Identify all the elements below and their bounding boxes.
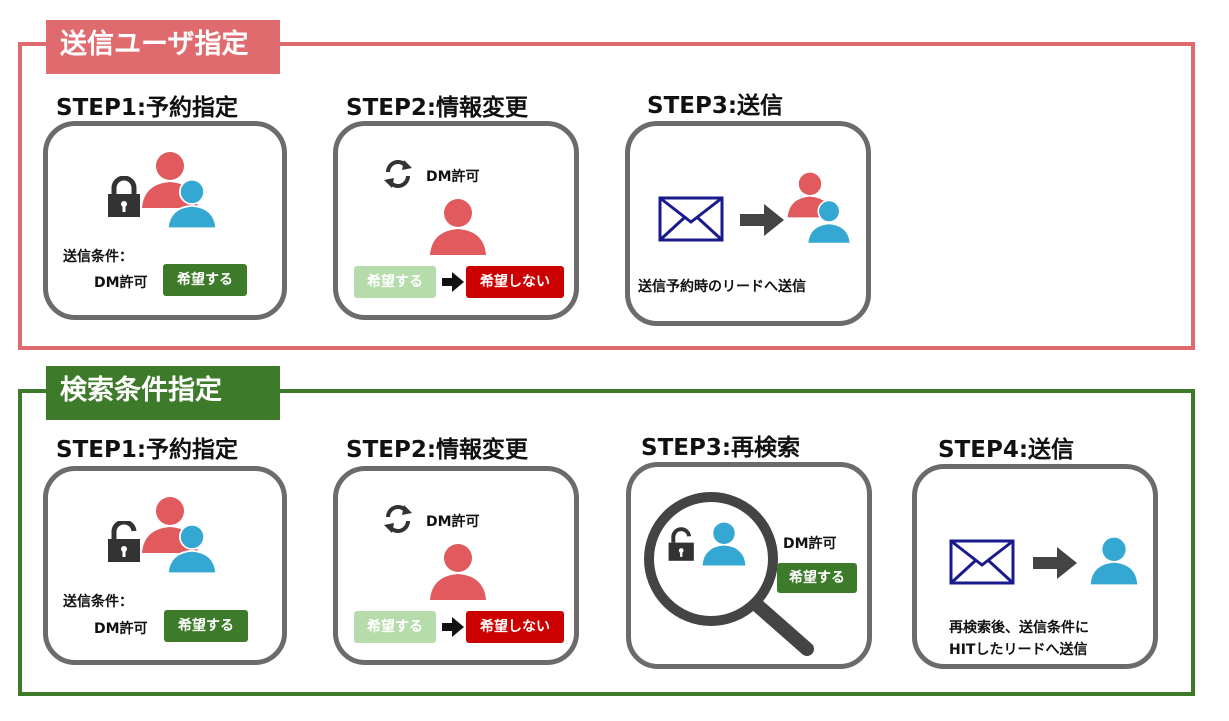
step-card: DM許可 希望する [626,462,872,669]
wish-badge: 希望する [163,264,247,296]
wish-after-badge: 希望しない [466,611,564,643]
send-user-section [18,42,1195,350]
step-caption-line2: HITしたリードへ送信 [949,642,1088,658]
step-title: STEP3:再検索 [641,435,801,461]
dm-permission-label: DM許可 [783,536,837,552]
send-user-section-title: 送信ユーザ指定 [46,20,280,74]
step-title: STEP2:情報変更 [346,437,529,463]
arrow-right-icon [1033,547,1077,579]
step-card: DM許可 希望する 希望しない [333,121,579,320]
step-caption-line1: 再検索後、送信条件に [949,620,1089,636]
refresh-icon [384,505,412,533]
person-icon [430,544,486,600]
wish-badge: 希望する [777,563,857,593]
wish-before-badge: 希望する [354,611,436,643]
step-title: STEP1:予約指定 [56,437,239,463]
step-card: 送信予約時のリードへ送信 [625,121,871,326]
step-caption: 送信予約時のリードへ送信 [638,279,806,295]
lock-closed-icon [108,176,140,217]
step-title: STEP2:情報変更 [346,95,529,121]
dm-permission-label: DM許可 [426,514,480,530]
search-condition-section [18,389,1195,696]
step-title: STEP4:送信 [938,437,1075,463]
person-icon [702,522,746,566]
lock-open-icon [668,527,694,561]
condition-label: 送信条件： [63,594,133,610]
envelope-icon [658,196,724,242]
person-icon [1090,537,1138,585]
search-condition-section-title: 検索条件指定 [46,366,280,420]
step-title: STEP1:予約指定 [56,95,239,121]
condition-label: 送信条件： [63,249,133,265]
dm-permission-label: DM許可 [426,169,480,185]
step-card: DM許可 希望する 希望しない [333,466,579,665]
lock-open-icon [108,521,140,562]
dm-permission-label: DM許可 [94,275,148,291]
person-icon [430,199,486,255]
person-icon [806,199,852,245]
step-card: 送信条件： DM許可 希望する [43,121,287,320]
dm-permission-label: DM許可 [94,621,148,637]
person-icon [166,178,218,230]
step-card: 再検索後、送信条件に HITしたリードへ送信 [912,464,1158,669]
arrow-right-icon [442,272,464,292]
wish-badge: 希望する [164,610,248,642]
arrow-right-icon [740,204,784,236]
person-icon [166,523,218,575]
step-title: STEP3:送信 [647,93,784,119]
wish-before-badge: 希望する [354,266,436,298]
envelope-icon [949,539,1015,585]
arrow-right-icon [442,617,464,637]
wish-after-badge: 希望しない [466,266,564,298]
step-card: 送信条件： DM許可 希望する [43,466,287,665]
refresh-icon [384,160,412,188]
